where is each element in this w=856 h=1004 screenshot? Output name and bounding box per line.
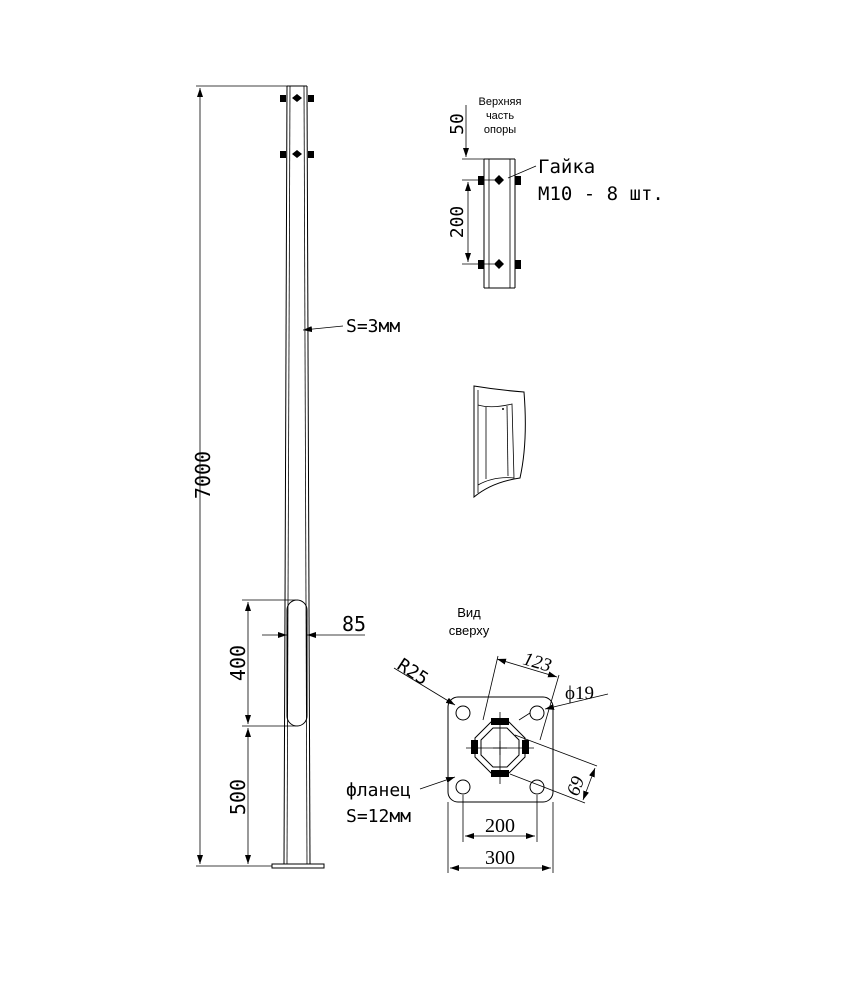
dim-300-label: 300 [485, 847, 515, 869]
dim-r25-label: R25 [393, 655, 432, 690]
flange-label-2: S=12мм [346, 806, 411, 827]
dim-door-width-label: 85 [342, 612, 366, 636]
door-detail [473, 385, 526, 499]
main-pole [271, 85, 325, 869]
top-dim-200-label: 200 [447, 206, 468, 239]
top-detail-title-1: Верхняя [479, 96, 522, 108]
dim-door-height-label: 400 [226, 645, 250, 681]
pole-bolts [280, 94, 314, 158]
top-detail-title-3: опоры [484, 124, 516, 136]
dim-123-label: 123 [521, 649, 554, 677]
top-view-dims [393, 655, 609, 873]
pole-octagon [466, 712, 534, 784]
nut-label-2: M10 - 8 шт. [538, 183, 664, 205]
wall-thickness-label: S=3мм [346, 316, 400, 337]
dim-height-label: 7000 [191, 451, 215, 499]
top-detail-section [478, 158, 521, 289]
top-view-title-2: сверху [449, 623, 490, 638]
dim-door-height [242, 599, 296, 864]
dim-height-7000 [196, 85, 287, 867]
flange-label-1: фланец [346, 780, 411, 801]
service-door [286, 599, 308, 727]
top-detail-title-2: часть [486, 110, 514, 122]
dim-69-label: 69 [563, 773, 589, 799]
flange-plate [447, 696, 554, 803]
top-detail-dims [462, 105, 537, 265]
dim-200-label: 200 [485, 815, 515, 837]
dim-door-bottom-label: 500 [226, 779, 250, 815]
nut-label-1: Гайка [538, 156, 595, 178]
top-view-title-1: Вид [457, 605, 481, 620]
dim-phi19-label: ϕ19 [565, 683, 594, 704]
top-dim-50-label: 50 [447, 113, 468, 135]
